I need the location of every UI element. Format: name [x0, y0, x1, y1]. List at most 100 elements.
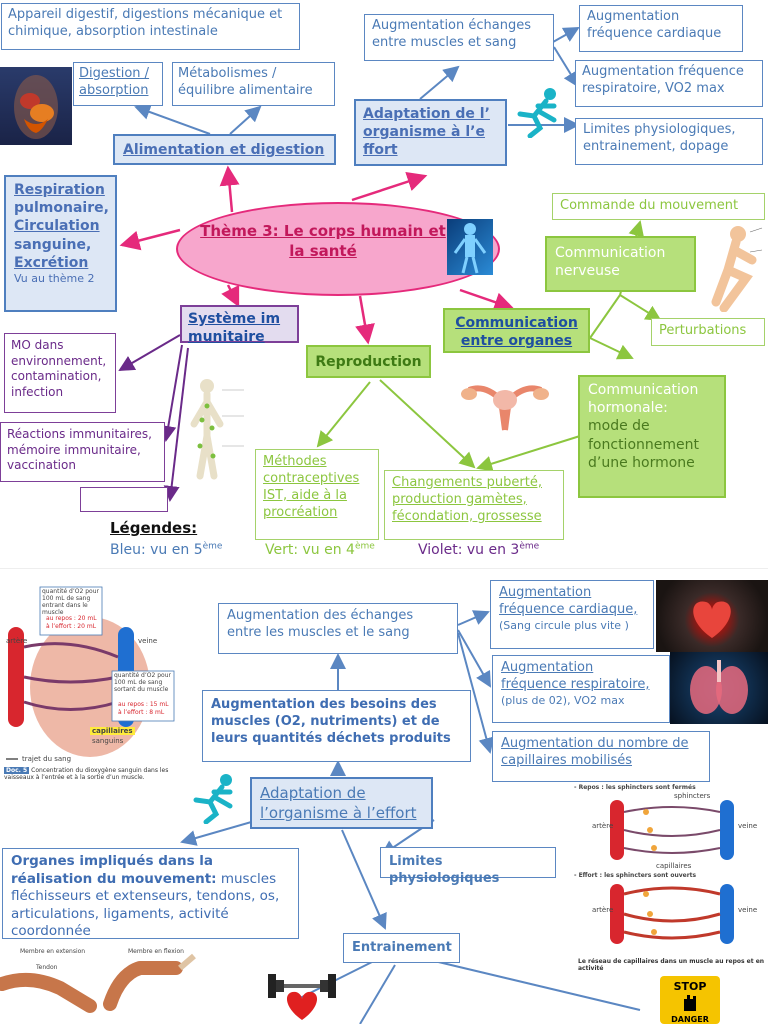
legend-green-sup: ème	[354, 541, 375, 552]
movement-command-box: Commande du mouvement	[552, 193, 765, 220]
puberty-text: Changements puberté, production gamètes,…	[392, 475, 542, 524]
bottom-breathing-rate-text: Augmentation fréquence respiratoire,	[501, 660, 650, 692]
o2-out-effort: à l’effort : 8 mL	[118, 709, 165, 716]
oxygen-muscle-diagram: quantité d’O2 pour 100 mL de sang entran…	[0, 577, 196, 787]
bottom-heart-rate-box: Augmentation fréquence cardiaque, (Sang …	[490, 580, 654, 649]
cap-caption: Le réseau de capillaires dans un muscle …	[578, 958, 765, 972]
nervous-communication-box: Communication nerveuse	[545, 236, 696, 292]
digestive-anatomy-image	[0, 67, 72, 145]
heart-icon	[693, 601, 731, 638]
legend-title: Légendes:	[110, 519, 197, 539]
bottom-breathing-rate-sub: (plus de 02), VO2 max	[501, 693, 625, 707]
legend-green-text: Vert: vu en 4	[265, 542, 355, 558]
o2-in-rest: au repos : 20 mL	[46, 615, 97, 622]
respiration-line2: pulmonaire,	[14, 200, 109, 217]
top-breathing-rate-box: Augmentation fréquence respiratoire, VO2…	[575, 60, 763, 107]
hormone-mode-text: mode de fonctionnement d’une hormone	[588, 418, 699, 471]
heart-image	[656, 580, 768, 652]
legend-purple: Violet: vu en 3ème	[418, 541, 539, 559]
rest-label: - Repos : les sphincters sont fermés	[574, 784, 696, 791]
contraception-box: Méthodes contraceptives IST, aide à la p…	[255, 449, 379, 540]
top-adaptation-box: Adaptation de l’ organisme à l’e ffort	[354, 99, 507, 166]
respiration-box: Respiration pulmonaire, Circulation sang…	[4, 175, 117, 312]
hand-icon	[684, 995, 696, 1011]
extension-label: Membre en extension	[20, 948, 86, 955]
danger-text: DANGER	[671, 1015, 709, 1024]
bottom-limits-text: Limites physiologiques	[389, 854, 500, 886]
microorganisms-box: MO dans environnement, contamination, in…	[4, 333, 116, 413]
metabolism-box: Métabolismes /équilibre alimentaire	[172, 62, 335, 106]
organ-communication-box: Communication entre organes	[443, 308, 590, 353]
respiration-line1: Respiration	[14, 182, 105, 198]
top-adaptation-text: Adaptation de l’ organisme à l’e ffort	[363, 106, 490, 159]
reproduction-text: Reproduction	[315, 354, 422, 370]
immune-system-text: Système im munitaire	[188, 311, 281, 346]
digestive-system-box: Appareil digestif, digestions mécanique …	[1, 3, 300, 50]
contraception-text: Méthodes contraceptives IST, aide à la p…	[263, 454, 360, 520]
nutrition-digestion-box: Alimentation et digestion	[113, 134, 336, 165]
runner-icon	[517, 88, 557, 138]
legend-blue-text: Bleu: vu en 5	[110, 542, 203, 558]
top-breathing-rate-text: Augmentation fréquence respiratoire, VO2…	[582, 64, 744, 96]
metabolism-text: Métabolismes /équilibre alimentaire	[178, 66, 313, 98]
section-divider	[0, 568, 768, 569]
stop-text: STOP	[673, 980, 707, 993]
immune-reactions-text: Réactions immunitaires, mémoire immunita…	[7, 427, 152, 473]
top-heart-rate-text: Augmentation fréquence cardiaque	[587, 9, 722, 41]
artery-label: artère	[6, 637, 28, 645]
o2-out-rest: au repos : 15 mL	[118, 701, 169, 708]
respiration-sub: Vu au thème 2	[14, 271, 95, 285]
bottom-limits-box: Limites physiologiques	[380, 847, 556, 886]
o2-out-label: quantité d’O2 pour 100 mL de sang sortan…	[114, 672, 171, 693]
cap-capillaries-label: capillaires	[656, 862, 692, 870]
training-text: Entrainement	[352, 940, 452, 955]
bottom-adaptation-box: Adaptation de l’organisme à l’effort	[250, 777, 433, 829]
organs-involved-text: muscles fléchisseurs et extenseurs, tend…	[11, 870, 280, 940]
respiration-line4: sanguine,	[14, 236, 92, 253]
arm-muscles-image: Membre en extension Membre en flexion Te…	[0, 944, 196, 1024]
organs-involved-box: Organes impliqués dans la réalisation du…	[2, 848, 299, 939]
lungs-icon	[690, 660, 748, 714]
torso-icon	[14, 75, 58, 139]
bottom-adaptation-text: Adaptation de l’organisme à l’effort	[260, 784, 417, 822]
stop-danger-sign: STOP DANGER	[660, 976, 720, 1024]
cap-artery-label: artère	[592, 822, 614, 830]
digestion-box: Digestion / absorption	[73, 62, 163, 106]
blood-path-label: trajet du sang	[22, 755, 72, 763]
respiration-line3: Circulation	[14, 218, 100, 235]
hormonal-communication-text: Communication hormonale:	[588, 382, 699, 417]
tendon-label: Tendon	[36, 964, 58, 971]
theme-ellipse	[176, 202, 500, 296]
lungs-image	[670, 652, 768, 724]
hormonal-communication-box: Communication hormonale: mode de fonctio…	[578, 375, 726, 498]
capillaries-box: Augmentation du nombre de capillaires mo…	[492, 731, 710, 782]
movement-command-text: Commande du mouvement	[560, 198, 739, 213]
training-box: Entrainement	[343, 933, 460, 963]
puberty-box: Changements puberté, production gamètes,…	[384, 470, 564, 540]
legend-blue-sup: ème	[202, 541, 223, 552]
human-body-icon	[447, 219, 493, 275]
capillaries-text: Augmentation du nombre de capillaires mo…	[501, 736, 689, 768]
legend-purple-text: Violet: vu en 3	[418, 542, 520, 558]
capillaries-label: capillaires	[90, 727, 135, 735]
microorganisms-text: MO dans environnement, contamination, in…	[11, 338, 107, 399]
lymphatic-system-image	[190, 379, 244, 480]
organs-involved-title: Organes impliqués dans la réalisation du…	[11, 853, 217, 887]
disturbances-text: Perturbations	[659, 323, 747, 338]
capillary-network-diagram: - Repos : les sphincters sont fermés sph…	[566, 782, 768, 972]
disturbances-box: Perturbations	[651, 318, 765, 346]
doc-tag: Doc. 5	[4, 767, 30, 774]
legend-blue: Bleu: vu en 5ème	[110, 541, 222, 559]
bottom-exchanges-text: Augmentation des échanges entre les musc…	[227, 608, 414, 640]
vein-label: veine	[138, 637, 158, 645]
legend-green: Vert: vu en 4ème	[265, 541, 375, 559]
o2-in-effort: à l’effort : 20 mL	[46, 623, 97, 630]
bottom-heart-rate-text: Augmentation fréquence cardiaque,	[499, 585, 638, 617]
theme-title: Thème 3: Le corps humain et la santé	[200, 222, 446, 260]
muscle-needs-text: Augmentation des besoins des muscles (O2…	[211, 697, 451, 746]
deficiencies-box	[80, 487, 168, 512]
muscle-needs-box: Augmentation des besoins des muscles (O2…	[202, 690, 471, 762]
cap-artery-label-2: artère	[592, 906, 614, 914]
bottom-exchanges-box: Augmentation des échanges entre les musc…	[218, 603, 458, 654]
doc-caption: Concentration du dioxygène sanguin dans …	[4, 767, 169, 781]
